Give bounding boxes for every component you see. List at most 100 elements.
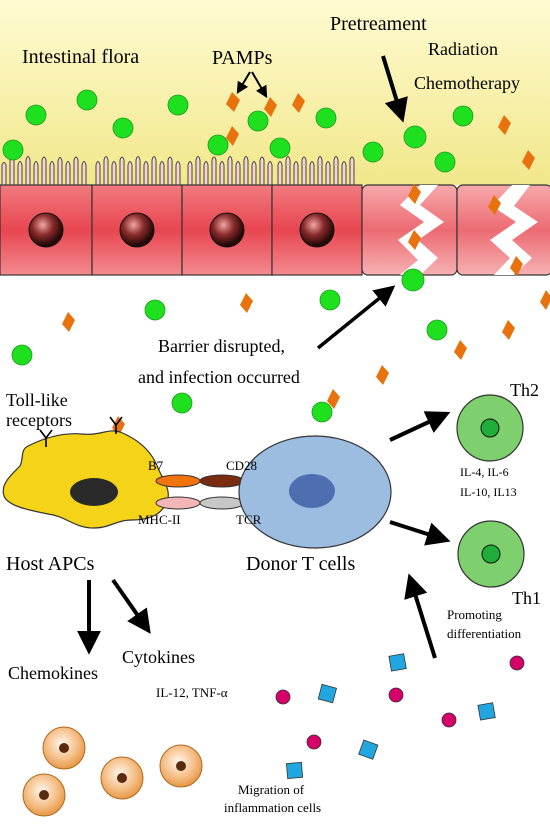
th2-cytokines-line1: IL-4, IL-6 [460,465,509,479]
mhc-ii-label: MHC-II [138,512,181,527]
pamp-diamond [408,230,421,250]
barrier-label-line2: and infection occurred [138,367,300,387]
cytokines-arrow [111,578,151,634]
radiation-label: Radiation [428,39,498,59]
migration-label-line1: Migration of [238,782,305,797]
bacterium [426,319,448,341]
bacterium [315,107,337,129]
cyan-square [285,761,304,780]
tcr-label: TCR [236,512,262,527]
nucleus [299,212,335,248]
pamp-diamond [488,195,501,215]
bacteria [2,89,474,423]
pamp-diamond [226,126,239,146]
bacterium [207,134,229,156]
cytokines-label: Cytokines [122,647,195,667]
bacterium [311,401,333,423]
bacterium [319,289,341,311]
bacterium [247,110,269,132]
barrier-arrow [316,285,396,350]
pamp-diamond [240,293,253,313]
bacterium [76,89,98,111]
promoting-label-line1: Promoting [447,607,502,622]
migration-label-line2: inflammation cells [224,800,321,815]
cyan-square [317,683,338,704]
pamp-diamond [540,290,550,310]
pamp-diamond [292,93,305,113]
pamp-diamond [327,389,340,409]
chemotherapy-label: Chemotherapy [414,73,520,93]
bacterium [403,125,427,149]
th1-label: Th1 [512,588,541,608]
pamp-diamond [454,340,467,360]
bacterium [112,117,134,139]
arrows [77,55,451,659]
inflammation-cell-nucleus [117,773,127,783]
th1-nucleus [481,544,501,564]
bacterium [401,268,425,292]
chemokines-label: Chemokines [8,663,98,683]
lightning-break [398,185,444,275]
nucleus [28,212,64,248]
inflammation-cell-nucleus [176,761,186,771]
magenta-dot [388,687,404,703]
bacterium [362,141,384,163]
cyan-square [477,702,496,721]
cyan-square [388,653,407,672]
receptor-y-icon [109,416,123,434]
bacterium [2,139,24,161]
receptor-y-icon [39,429,53,447]
th2-label: Th2 [510,380,539,400]
magenta-dot [441,712,457,728]
barrier-label-line1: Barrier disrupted, [158,336,285,356]
bacterium [144,299,166,321]
cell-nuclei [28,212,335,248]
il12-tnf-label: IL-12, TNF-α [156,685,228,700]
magenta-dot [509,655,525,671]
bacterium [434,151,456,173]
pamp-diamond [62,312,75,332]
th2-nucleus [480,418,500,438]
bacterium [452,105,474,127]
promoting-arrow [404,573,437,659]
t-cell-nucleus [289,474,335,508]
toll-label-line2: receptors [6,410,72,430]
inflammation-cell-nucleus [39,790,49,800]
pretreatment-label: Pretreament [330,13,427,35]
pamps-particles [62,92,550,436]
magenta-dot [306,734,322,750]
pamp-diamond [510,256,523,276]
promoting-label-line2: differentiation [447,626,522,641]
to-th1-arrow [389,520,451,546]
pamp-diamond [408,184,421,204]
pamp-diamond [522,150,535,170]
nucleus [119,212,155,248]
inflammation-cells [22,726,203,817]
mhc-ii-molecule [155,496,201,510]
donor-t-cells-label: Donor T cells [246,553,355,575]
b7-molecule [155,474,201,488]
intestinal-flora-label: Intestinal flora [22,46,139,68]
bacterium [167,94,189,116]
apc-nucleus [70,478,118,506]
inflammation-cell-nucleus [59,743,69,753]
cd28-molecule [199,474,245,488]
pamps-arrow-left [236,71,251,95]
bacterium [25,104,47,126]
bacterium [171,392,193,414]
nucleus [209,212,245,248]
magenta-dot [275,689,291,705]
toll-label-line1: Toll-like [6,390,68,410]
pamps-label: PAMPs [212,47,273,69]
epithelial-cells [0,184,550,276]
to-th2-arrow [389,411,451,442]
lightning-break [490,185,538,275]
tcr-molecule [199,496,245,510]
pamp-diamond [502,320,515,340]
pamp-diamond [226,92,240,112]
bacterium [11,344,33,366]
pretreatment-arrow [381,55,408,123]
pamp-diamond [376,365,389,385]
